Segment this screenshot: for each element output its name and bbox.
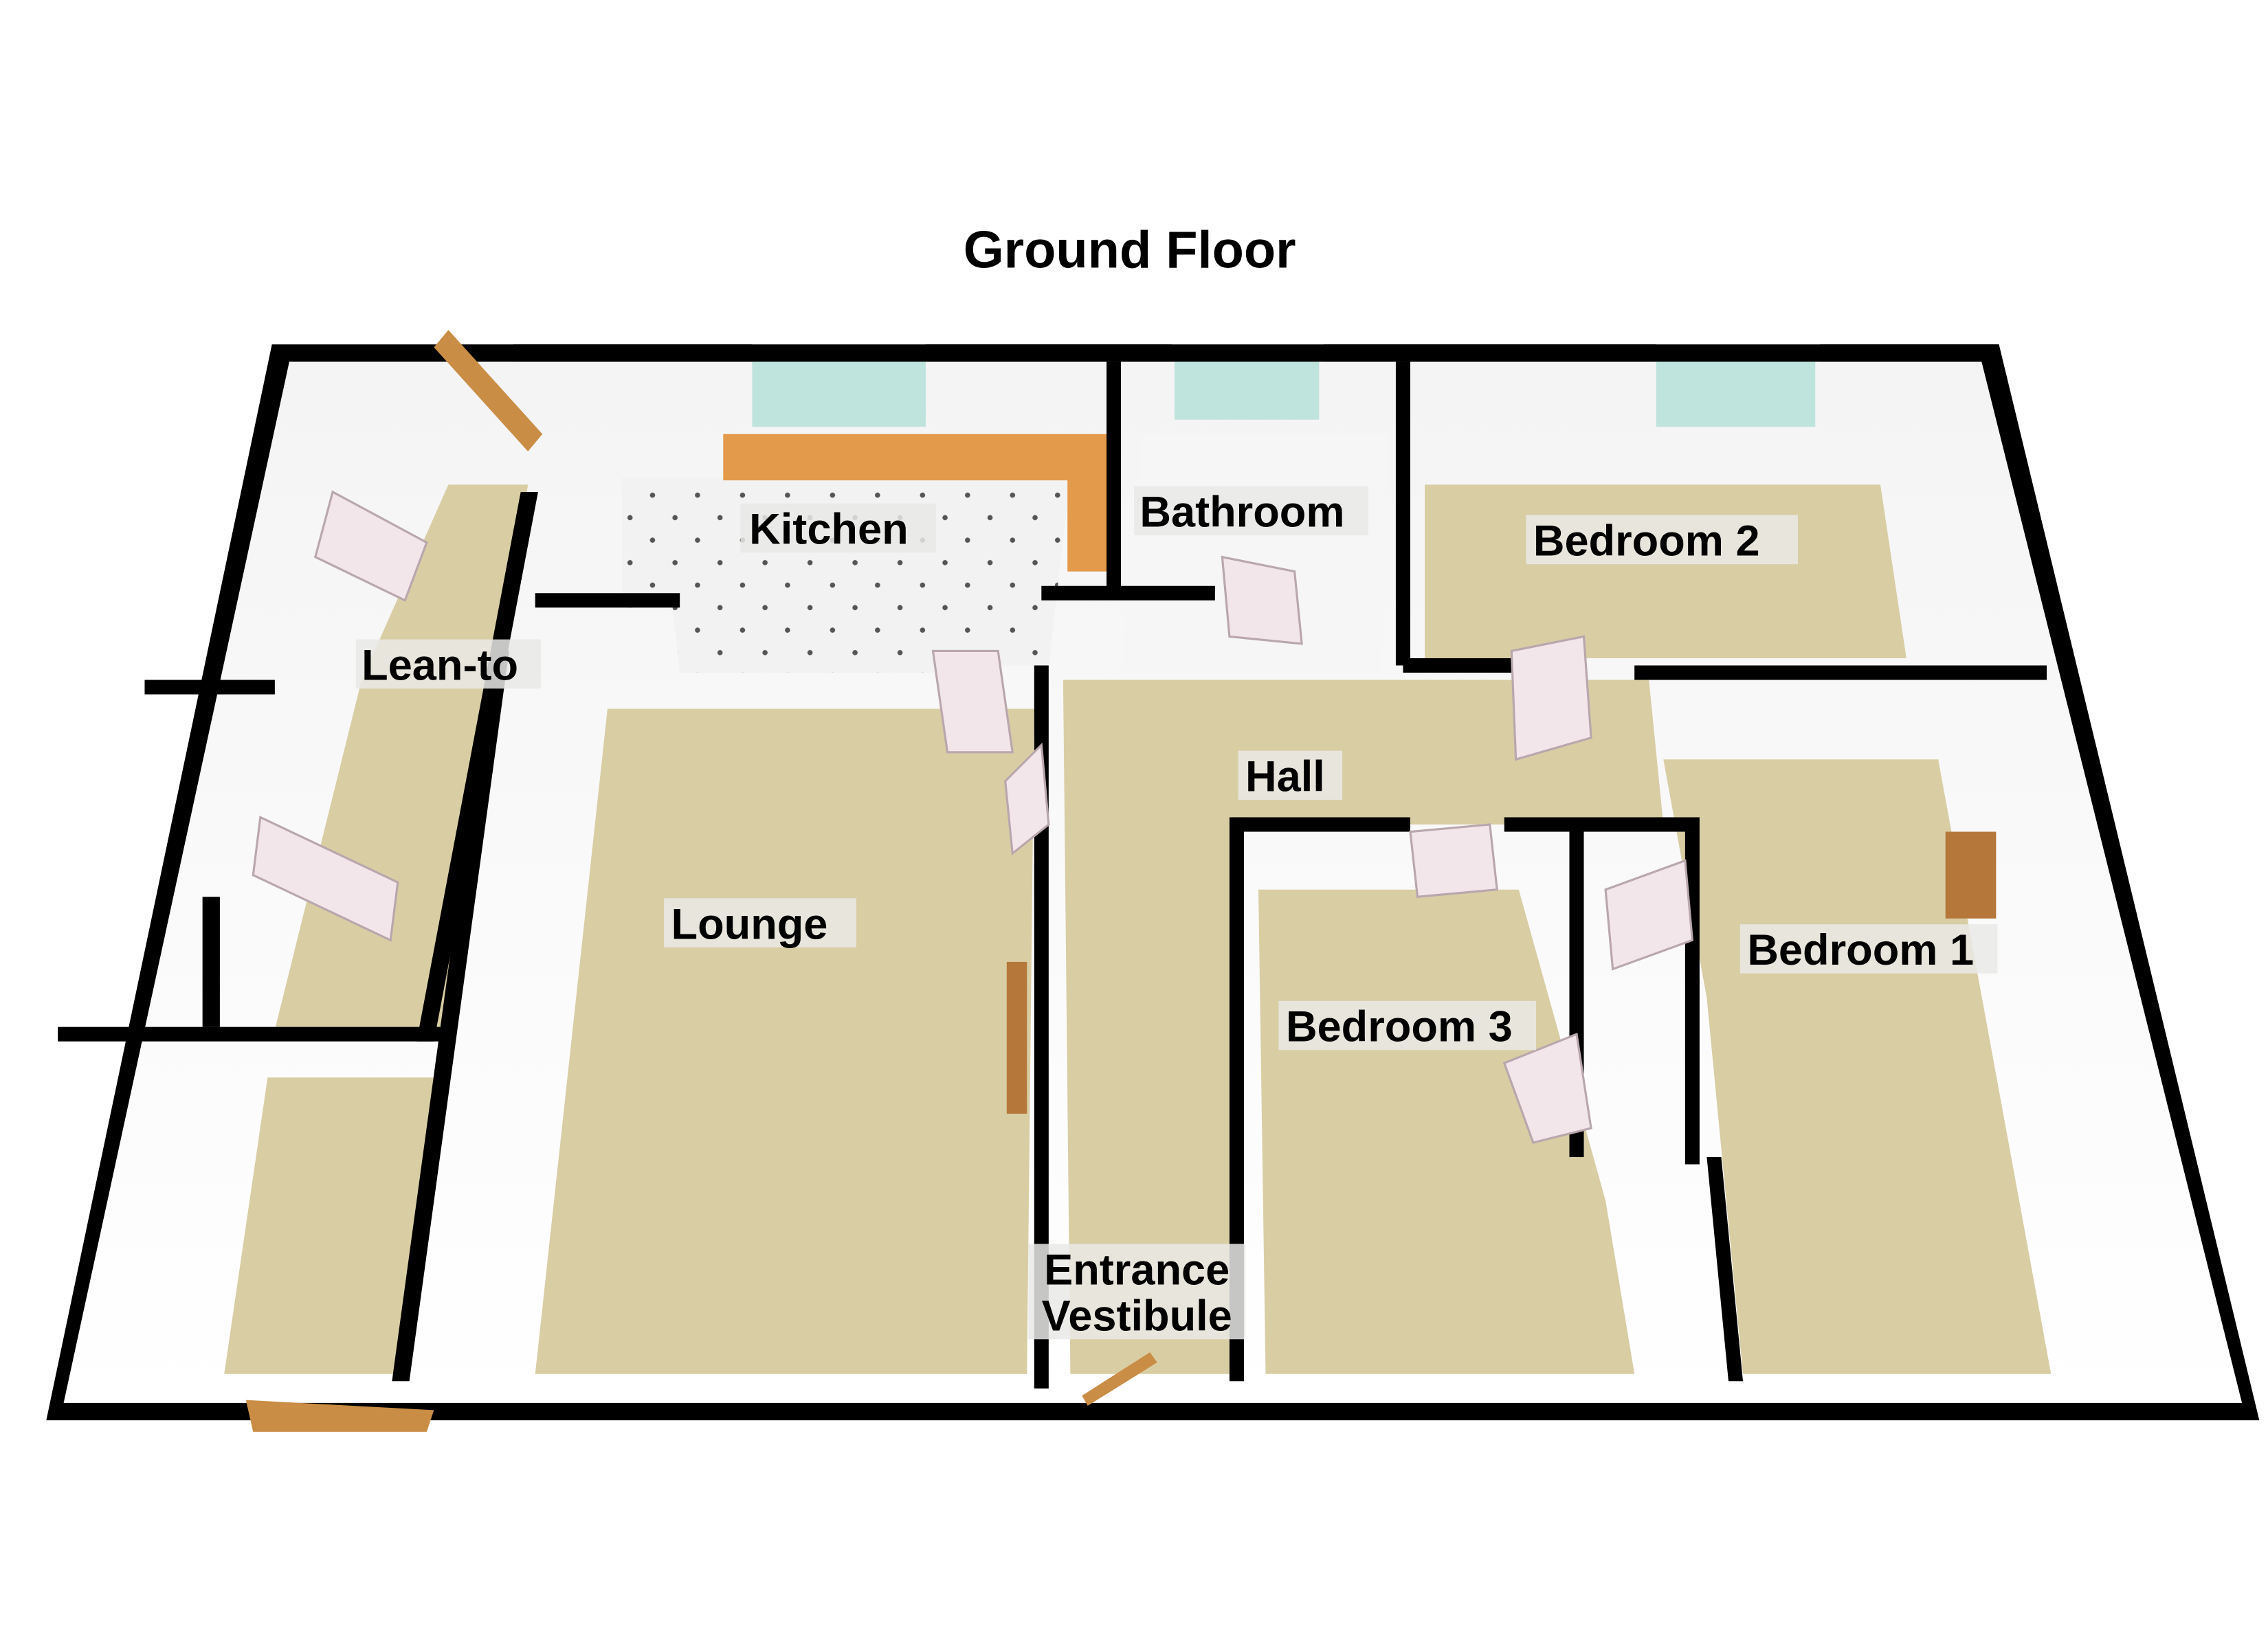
lean-to-door-2[interactable] — [252, 816, 399, 942]
hall-floor — [1063, 680, 1664, 1374]
bedroom-2-floor — [1425, 484, 1906, 658]
back-door[interactable] — [434, 330, 543, 452]
kitchen-floor — [621, 477, 1071, 673]
bedroom-2-window — [1656, 361, 1816, 427]
label-lean-to: Lean-to — [362, 642, 518, 690]
label-bathroom: Bathroom — [1139, 488, 1344, 536]
lower-left-room-floor — [224, 1077, 434, 1374]
bedroom-1-door[interactable] — [1604, 859, 1694, 971]
lean-to-door[interactable] — [313, 490, 428, 602]
kitchen-window — [752, 361, 926, 427]
label-bedroom-2: Bedroom 2 — [1533, 517, 1760, 565]
wardrobe-door[interactable] — [1502, 1032, 1592, 1144]
label-hall: Hall — [1245, 753, 1325, 801]
bedroom-2-door[interactable] — [1510, 635, 1592, 761]
bathroom-door[interactable] — [1221, 555, 1303, 645]
floor-title: Ground Floor — [964, 221, 1296, 280]
front-door[interactable] — [1082, 1352, 1157, 1406]
label-kitchen: Kitchen — [749, 506, 908, 554]
fireplace — [1006, 961, 1027, 1114]
bathroom-window — [1174, 361, 1320, 420]
label-bedroom-1: Bedroom 1 — [1747, 926, 1974, 974]
room-labels: Lean-to Kitchen Bathroom Bedroom 2 Hall … — [355, 486, 1998, 1340]
label-entrance: Entrance — [1044, 1246, 1230, 1294]
side-door[interactable] — [245, 1400, 434, 1432]
label-vestibule: Vestibule — [1042, 1292, 1232, 1340]
lounge-floor — [535, 708, 1034, 1374]
bedroom-1-fireplace — [1945, 831, 1997, 919]
label-bedroom-3: Bedroom 3 — [1286, 1003, 1513, 1051]
kitchen-door[interactable] — [931, 649, 1014, 754]
kitchen-worktop — [723, 434, 1111, 572]
bedroom-3-door[interactable] — [1409, 823, 1498, 898]
lounge-door[interactable] — [1004, 742, 1050, 856]
label-lounge: Lounge — [671, 900, 828, 948]
